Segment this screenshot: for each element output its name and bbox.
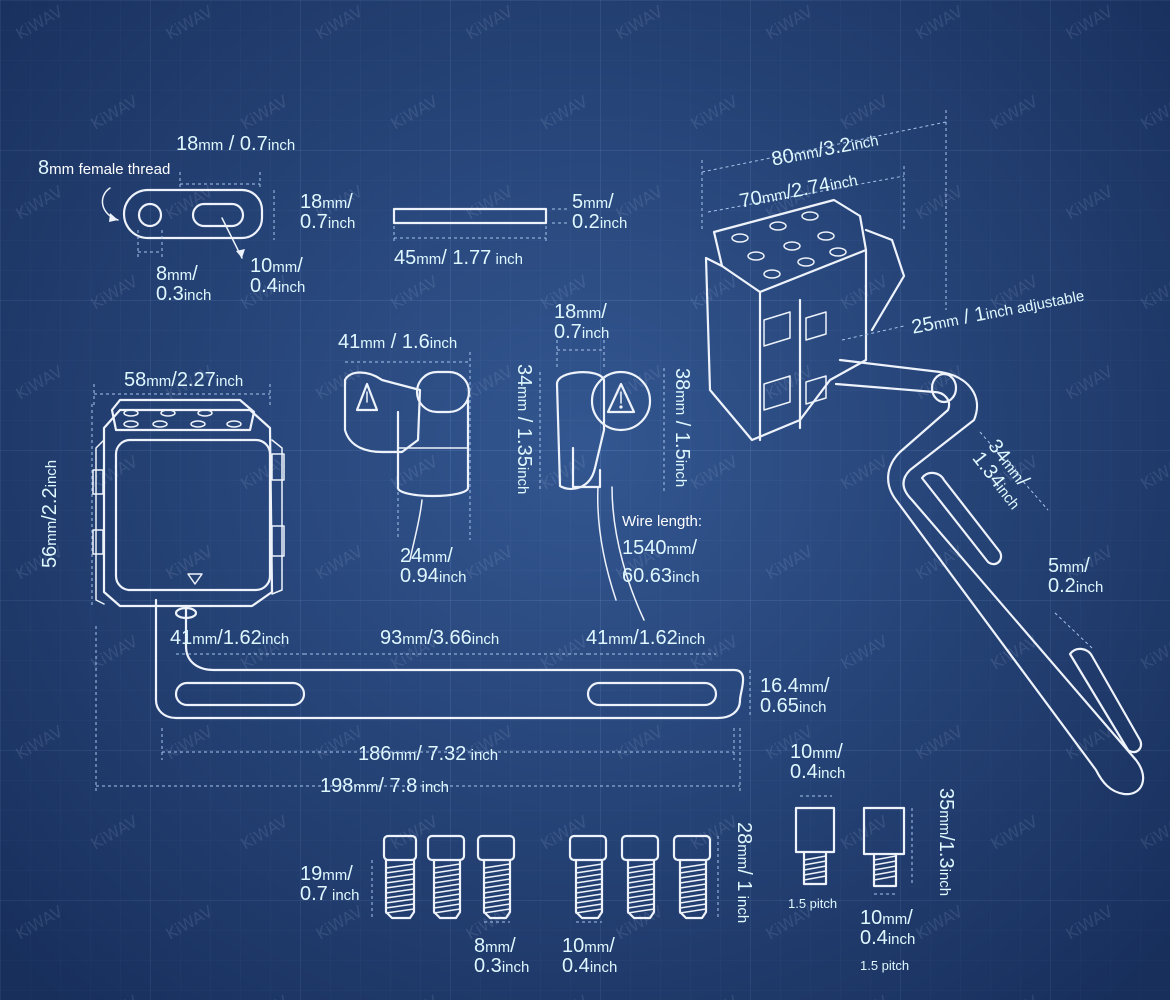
plate-width-dimension: 18mm / 0.7inch [176, 133, 296, 155]
standoff-pitch-a: 1.5 pitch [788, 896, 838, 911]
light-width-dimension: 58mm/2.27inch [124, 369, 244, 391]
wire-length-label: Wire length: [622, 513, 703, 530]
bracket-height-dimension: 16.4mm/ 0.65inch [760, 675, 830, 718]
plate-slot-dimension: 10mm/ 0.4inch [250, 255, 306, 298]
bracket-center-dimension: 93mm/3.66inch [380, 627, 500, 649]
plate-height-dimension: 18mm/ 0.7inch [300, 191, 356, 234]
plate-hole-dimension: 8mm/ 0.3inch [156, 263, 212, 306]
bolt-length-dimension: 19mm/ 0.7 inch [300, 863, 360, 906]
bracket-inner-length-dimension: 186mm/ 7.32 inch [358, 743, 499, 765]
wire-length-inch: 60.63inch [622, 565, 700, 587]
switch-width-dimension: 41mm / 1.6inch [338, 331, 458, 353]
light-side [701, 110, 1145, 796]
standoff-bottom-dimension: 10mm/ 0.4inch [860, 907, 916, 950]
bolt-set [371, 834, 897, 923]
light-height-dimension: 56mm/2.2inch [39, 459, 61, 568]
standoff-length-dimension: 35mm/1.3inch [935, 788, 957, 897]
bolt-diameter-10-dimension: 10mm/ 0.4inch [562, 935, 618, 978]
flat-bar-thickness-dimension: 5mm/ 0.2inch [572, 191, 628, 234]
light-side-thickness-dimension: 5mm/ 0.2inch [1048, 555, 1104, 598]
wire-length-mm: 1540mm/ [622, 537, 698, 559]
bolt-diameter-8-dimension: 8mm/ 0.3inch [474, 935, 530, 978]
bracket-right-slot-dimension: 41mm/1.62inch [586, 627, 706, 649]
standoff-pitch-b: 1.5 pitch [860, 958, 910, 973]
thread-plate [101, 172, 275, 259]
standoff [862, 806, 906, 888]
light-front [91, 384, 285, 608]
flat-bar [392, 207, 568, 244]
switch-front-width-dimension: 18mm/ 0.7inch [554, 301, 610, 344]
long-bracket [95, 598, 751, 794]
flat-bar-length-dimension: 45mm/ 1.77 inch [394, 247, 524, 269]
bolt-28-length-dimension: 28mm/ 1 inch [733, 822, 755, 924]
bracket-overall-length-dimension: 198mm/ 7.8 inch [320, 775, 449, 797]
light-side-holes [731, 211, 847, 279]
standoff-set [794, 795, 913, 895]
switch-right-height-dimension: 38mm / 1.5inch [671, 368, 693, 488]
bolt-threads [385, 855, 897, 914]
standoff-top-dimension: 10mm/ 0.4inch [790, 741, 846, 784]
female-thread-note: 8mm female thread [38, 157, 171, 179]
switch-stem-dimension: 24mm/ 0.94inch [400, 545, 467, 588]
switch-front [539, 340, 665, 621]
bracket-left-slot-dimension: 41mm/1.62inch [170, 627, 290, 649]
switch-left-height-dimension: 34mm / 1.35inch [513, 364, 535, 495]
light-front-holes [123, 409, 242, 428]
standoff [794, 806, 836, 886]
switch-side [343, 352, 471, 561]
